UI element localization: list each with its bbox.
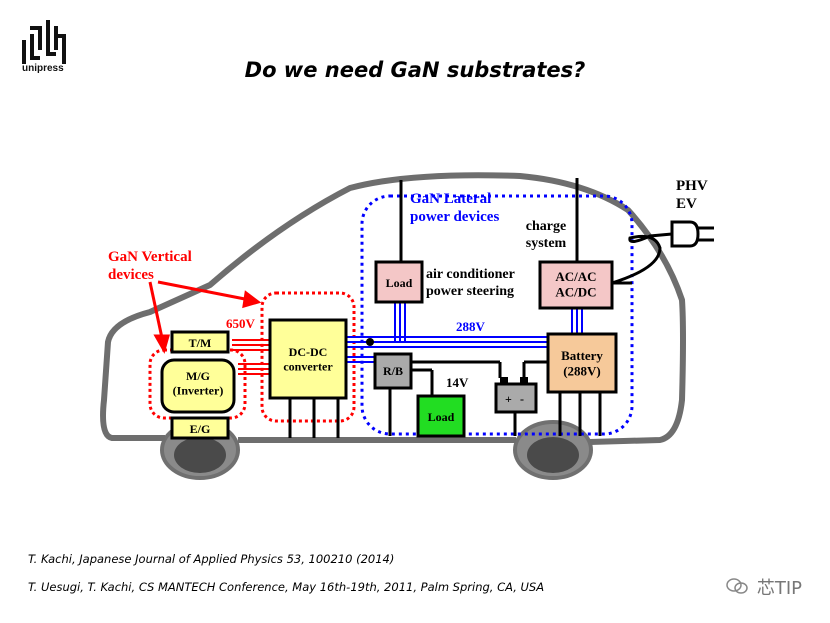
- v14-label: 14V: [446, 375, 469, 390]
- aux-battery-box: [494, 382, 538, 414]
- bus-288v-lines: [345, 300, 583, 363]
- car-outline: [100, 172, 686, 445]
- load-box-green: [416, 394, 466, 438]
- acac-box: [538, 260, 614, 310]
- bus-650v-lines: [232, 339, 270, 375]
- rb-junction-dot: [366, 338, 374, 346]
- reference-1: T. Kachi, Japanese Journal of Applied Ph…: [28, 552, 395, 566]
- main-battery-box: [546, 332, 618, 394]
- vertical-region-inverter: [148, 348, 247, 420]
- v288-label: 288V: [456, 319, 486, 334]
- load-top-label: Load: [386, 276, 413, 290]
- v650-label: 650V: [226, 316, 256, 331]
- load-green-label: Load: [428, 410, 455, 424]
- page-title: Do we need GaN substrates?: [244, 58, 586, 82]
- logo-text: unipress: [22, 63, 64, 74]
- mg-label: M/G(Inverter): [173, 369, 224, 397]
- unipress-logo-icon: [22, 20, 66, 64]
- tm-box: [170, 330, 230, 354]
- vertical-region-dcdc: [260, 291, 356, 423]
- eg-label: E/G: [190, 422, 211, 436]
- lateral-region: [360, 194, 634, 436]
- reference-2: T. Uesugi, T. Kachi, CS MANTECH Conferen…: [28, 580, 545, 594]
- rb-box: [373, 352, 413, 390]
- charge-cable: [611, 232, 673, 285]
- vertical-devices-arrows: [148, 280, 262, 354]
- tm-label: T/M: [189, 336, 212, 350]
- wechat-icon: [726, 578, 748, 594]
- watermark-text: 芯TIP: [756, 578, 802, 599]
- aux-battery-minus: -: [520, 392, 524, 406]
- mg-inverter-box: [160, 358, 236, 414]
- load-box-top: [374, 260, 424, 304]
- battery-label: Battery(288V): [561, 348, 603, 379]
- rb-label: R/B: [383, 364, 403, 378]
- aux-battery-plus: +: [505, 392, 512, 406]
- dcdc-converter-box: [268, 318, 348, 400]
- eg-box: [170, 416, 230, 440]
- plug-icon: [670, 220, 714, 248]
